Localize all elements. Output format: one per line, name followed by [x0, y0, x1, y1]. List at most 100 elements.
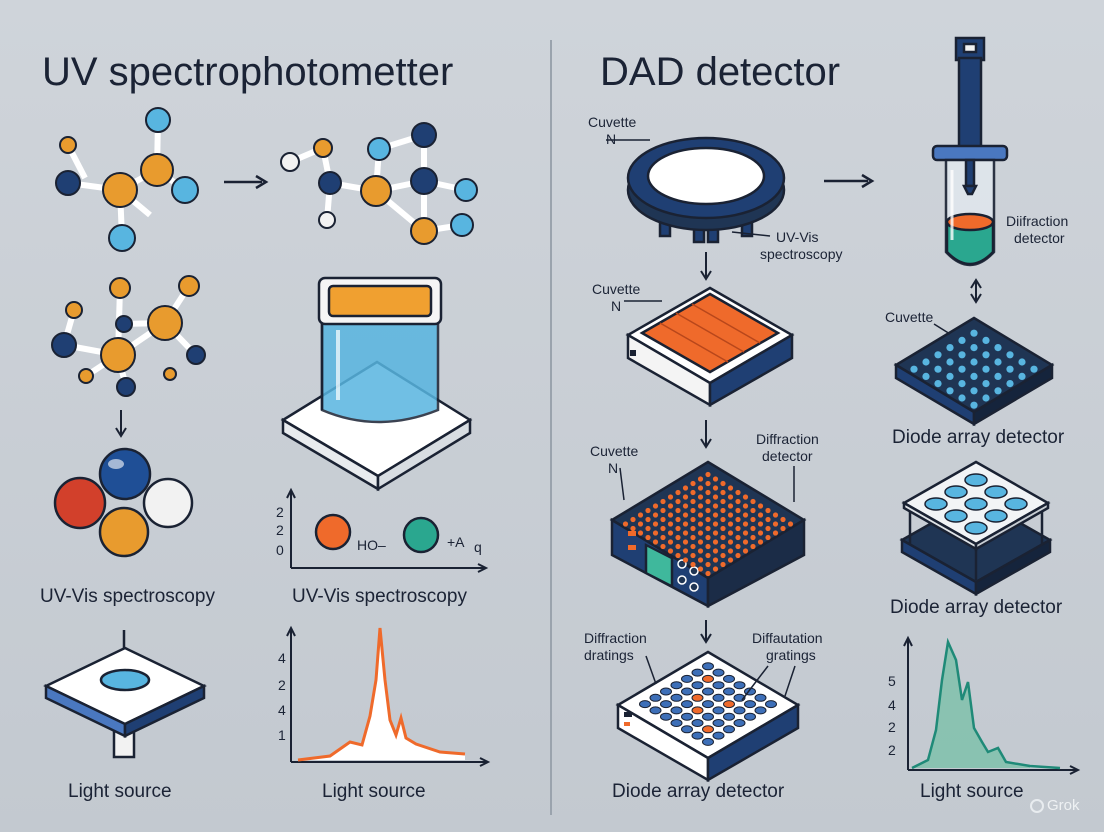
chip-dot [982, 336, 990, 344]
chip-dot [994, 358, 1002, 366]
chip-dot [1030, 365, 1038, 373]
chip-dot [970, 372, 978, 380]
chip-dot [910, 365, 918, 373]
peak-tick-left: 2 [278, 677, 286, 693]
pixel-dot [690, 489, 696, 496]
grating-dot [670, 719, 683, 727]
cuvette-icon [280, 276, 473, 492]
pixel-dot [712, 521, 719, 527]
grating-dot [765, 700, 777, 709]
chip-dot [1018, 358, 1026, 366]
grok-logo-icon [1030, 799, 1044, 813]
pixel-dot [705, 498, 711, 505]
chip-dot [958, 351, 966, 359]
reaction-axes [286, 487, 489, 573]
grating-dot [744, 700, 756, 709]
pixel-dot [660, 543, 666, 550]
pixel-dot [682, 539, 689, 545]
pixel-dot [712, 539, 719, 545]
pixel-dot [675, 525, 681, 532]
pixel-dot [727, 530, 734, 536]
pixel-dot [697, 494, 704, 500]
pixel-dot [742, 494, 749, 500]
chip-dot [946, 344, 954, 352]
grating-dot [649, 706, 662, 715]
peak-tick-left: 4 [278, 650, 286, 666]
pixel-dot [742, 521, 749, 527]
pixel-dot [682, 557, 689, 563]
pixel-dot [705, 552, 711, 559]
pixel-dot [697, 557, 704, 563]
grating-dot [723, 674, 735, 683]
pixel-dot [772, 521, 779, 527]
peak-chart-right [903, 635, 1081, 775]
grating-dot [702, 662, 714, 671]
pixel-dot [712, 548, 719, 554]
grating-dot [712, 719, 725, 727]
pixel-dot [645, 507, 651, 514]
pixel-dot [667, 548, 674, 554]
caption-mol-b: UV-Vis spectroscopy [292, 586, 467, 607]
pixel-dot [750, 498, 756, 505]
molecule-2-icon [280, 122, 478, 245]
pixel-dot [660, 534, 666, 541]
well [984, 509, 1008, 523]
caption-ls-b: Light source [322, 781, 426, 802]
pixel-dot [652, 539, 659, 545]
label-diffraction-mid-2: detector [762, 448, 813, 464]
pixel-dot [682, 521, 689, 527]
pixel-dot [660, 498, 666, 505]
pixel-dot [735, 489, 741, 496]
pixel-dot [637, 512, 644, 518]
arrow-down-icon-4 [700, 620, 712, 644]
label-n-4: N [608, 460, 619, 476]
pixel-dot [705, 534, 711, 541]
grating-dot [723, 700, 735, 709]
label-diffraction-gr-1: Diffraction [584, 630, 647, 646]
pixel-dot [750, 525, 756, 532]
grating-plate-icon [625, 286, 795, 408]
chip-dot [994, 344, 1002, 352]
label-n-1: N [606, 131, 617, 147]
peak-line-right [911, 637, 1061, 770]
grating-dot [702, 737, 714, 746]
title-right: DAD detector [600, 50, 841, 94]
pixel-dot [735, 507, 741, 514]
pixel-dot [712, 476, 719, 482]
label-diffraction-tr-1: Diifraction [1006, 213, 1069, 229]
pixel-dot [667, 530, 674, 536]
pixel-dot [772, 530, 779, 536]
pixel-dot [742, 539, 749, 545]
pixel-dot [697, 521, 704, 527]
grating-dot [733, 706, 746, 715]
pixel-dot [765, 534, 771, 541]
pixel-dot [720, 516, 726, 523]
pixel-dot [682, 530, 689, 536]
pixel-dot [735, 543, 741, 550]
chip-dot [922, 358, 930, 366]
molecule-4-icon [53, 447, 194, 558]
label-diffaut-2: gratings [766, 647, 816, 663]
pixel-dot [720, 543, 726, 550]
chip-dot [946, 387, 954, 395]
well [944, 509, 968, 523]
chip-dot [1006, 380, 1014, 388]
pixel-dot [757, 503, 764, 509]
grating-dot [702, 712, 714, 721]
pixel-dot [772, 512, 779, 518]
grating-dot [754, 706, 767, 715]
pixel-dot [750, 507, 756, 514]
pixel-dot [637, 521, 644, 527]
well [964, 473, 988, 487]
pixel-dot [667, 494, 674, 500]
reaction-tick: 2 [276, 522, 284, 538]
grating-dot [712, 706, 725, 715]
peak-tick-right: 2 [888, 719, 896, 735]
pixel-dot [750, 543, 756, 550]
grating-dot [723, 712, 735, 721]
pixel-dot [735, 534, 741, 541]
label-uvvis-2: spectroscopy [760, 246, 843, 262]
pixel-dot [697, 503, 704, 509]
pixel-dot [780, 525, 786, 532]
